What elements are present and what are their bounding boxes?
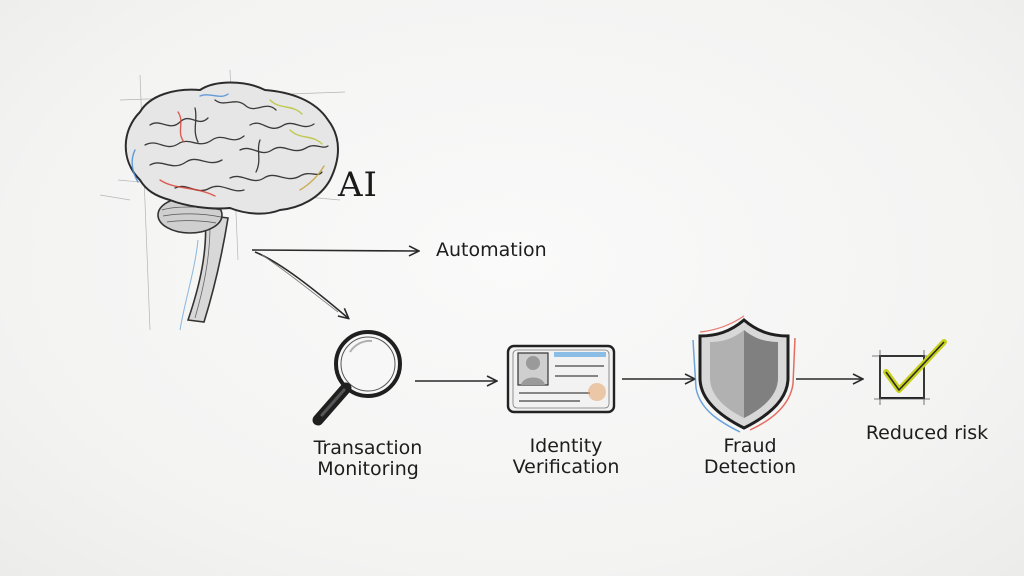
checkbox-check-icon xyxy=(872,339,947,405)
arrow-to-transaction-monitoring xyxy=(254,251,348,318)
step-label-line2: Monitoring xyxy=(317,458,419,480)
step-identity-verification: Identity Verification xyxy=(496,436,636,478)
automation-label: Automation xyxy=(436,239,547,261)
step-label-line1: Reduced risk xyxy=(865,422,989,444)
step-label-line2: Verification xyxy=(512,456,620,478)
ai-label: AI xyxy=(338,165,378,205)
step-label-line1: Fraud xyxy=(723,435,777,457)
step-transaction-monitoring: Transaction Monitoring xyxy=(298,438,438,480)
magnifying-glass-icon xyxy=(312,330,402,426)
step-label-line2: Detection xyxy=(703,456,797,478)
step-fraud-detection: Fraud Detection xyxy=(680,436,820,478)
id-card-icon xyxy=(506,344,616,414)
arrow-to-automation xyxy=(251,250,418,251)
shield-icon xyxy=(692,315,796,433)
step-label-line1: Identity xyxy=(529,435,603,457)
brain-icon xyxy=(99,69,346,331)
step-reduced-risk: Reduced risk xyxy=(852,423,1002,444)
step-label-line1: Transaction xyxy=(313,437,423,459)
